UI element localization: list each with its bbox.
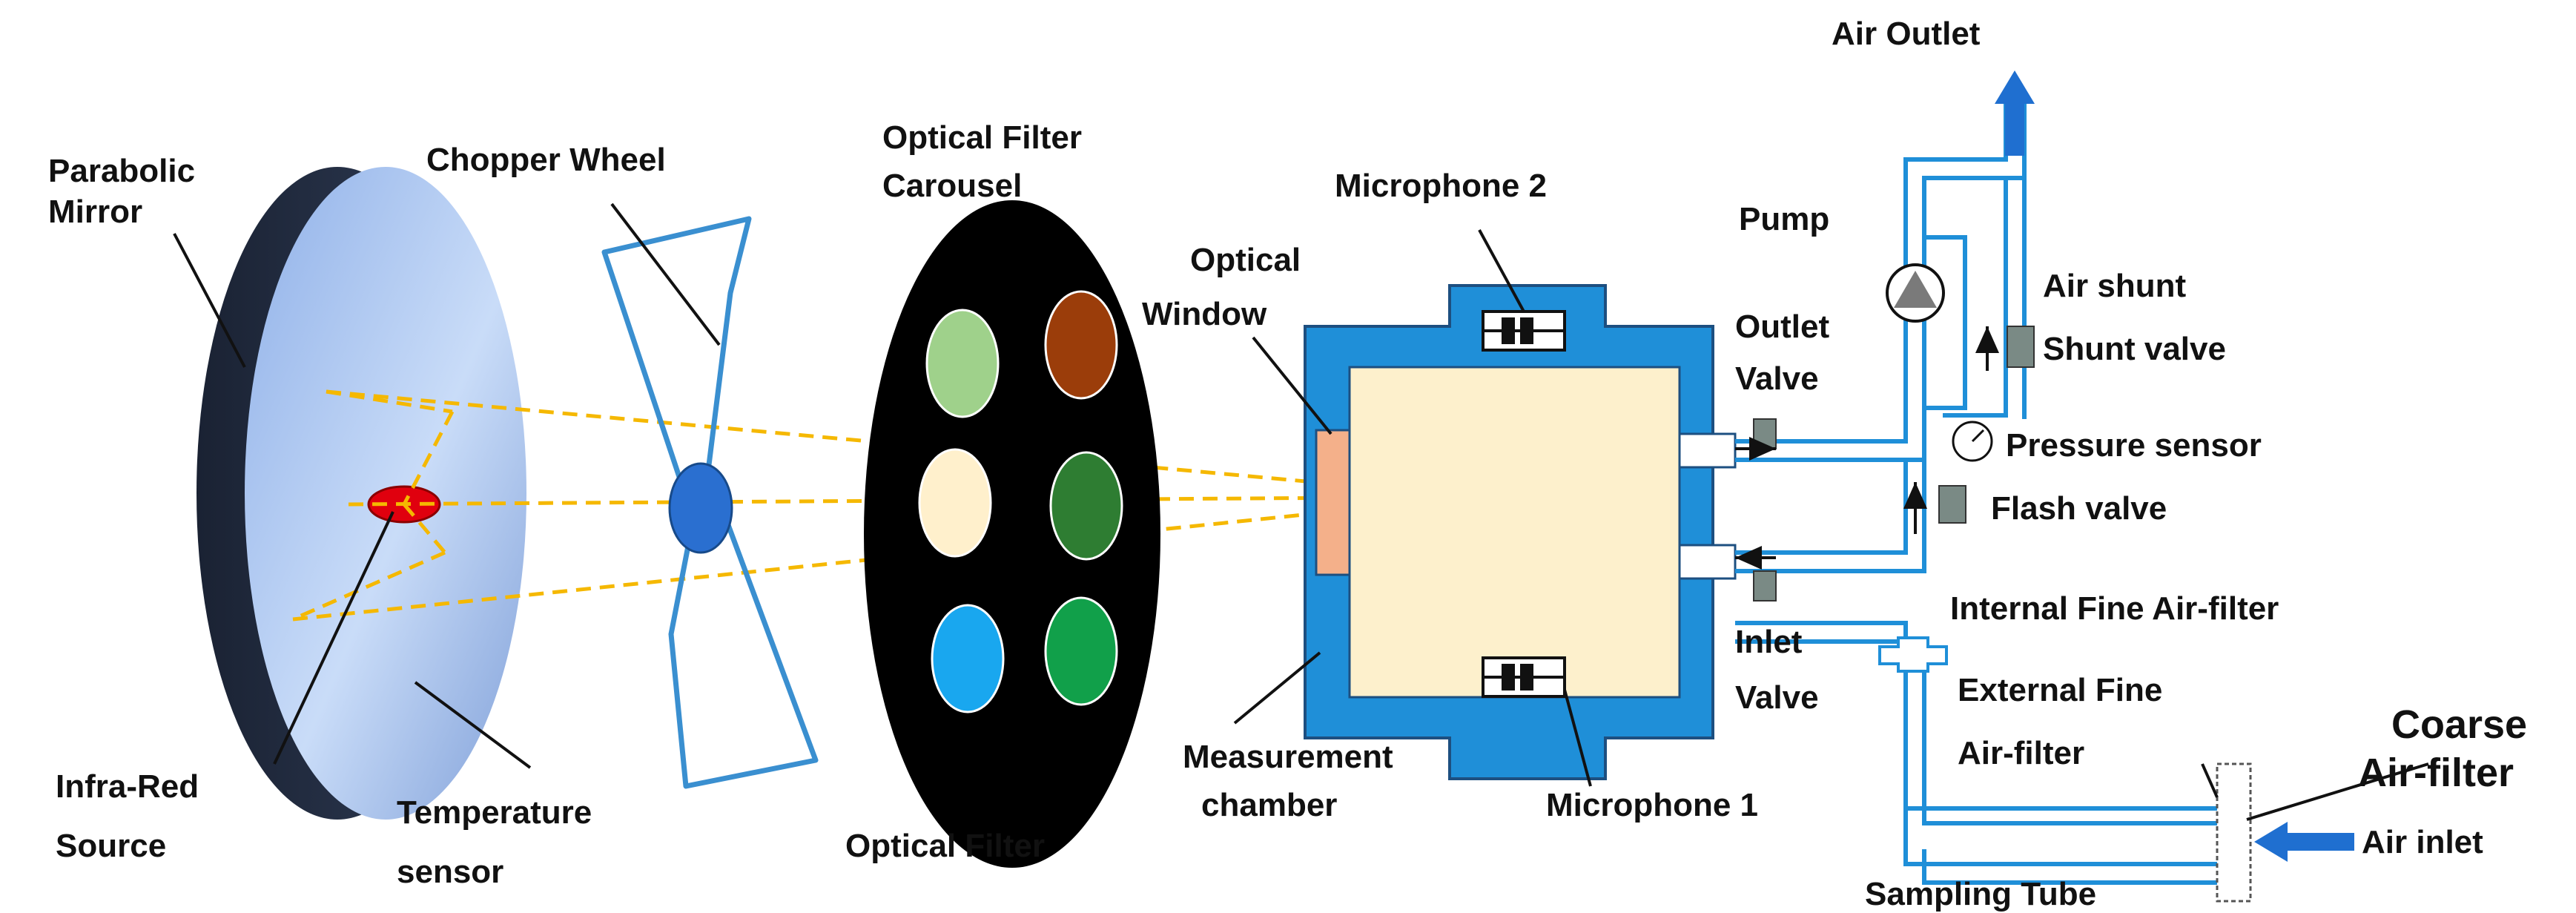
label-air-shunt: Air shunt bbox=[2043, 268, 2186, 304]
label-external-filter: External Fine bbox=[1958, 672, 2162, 708]
plumbing bbox=[1735, 100, 2228, 885]
label-air-inlet: Air inlet bbox=[2362, 824, 2483, 860]
label-infra-red-source: Source bbox=[56, 828, 166, 864]
optical-window bbox=[1315, 429, 1351, 576]
parabolic-mirror-icon bbox=[196, 167, 526, 820]
label-internal-filter: Internal Fine Air-filter bbox=[1950, 590, 2279, 627]
label-inlet-valve: Valve bbox=[1735, 679, 1819, 716]
coarse-filter-icon bbox=[2216, 762, 2252, 903]
label-optical-window: Optical bbox=[1190, 242, 1301, 278]
label-external-filter: Air-filter bbox=[1958, 735, 2084, 771]
label-pressure-sensor: Pressure sensor bbox=[2006, 427, 2262, 464]
label-sampling-tube: Sampling Tube bbox=[1865, 876, 2096, 912]
valve-icon bbox=[1753, 570, 1777, 601]
label-inlet-valve: Inlet bbox=[1735, 624, 1803, 660]
label-optical-filter-carousel: Optical Filter bbox=[882, 119, 1082, 156]
optical-filter-5 bbox=[931, 604, 1005, 713]
label-optical-window: Window bbox=[1142, 296, 1267, 332]
label-coarse-filter: Coarse bbox=[2391, 702, 2527, 747]
arrow-icon bbox=[1995, 70, 2035, 156]
optical-filter-2 bbox=[1044, 290, 1118, 400]
valve-icon bbox=[1938, 485, 1966, 524]
label-air-outlet: Air Outlet bbox=[1832, 16, 1981, 52]
pump-icon bbox=[1886, 263, 1945, 323]
label-microphone-2: Microphone 2 bbox=[1335, 168, 1547, 204]
label-measurement-chamber: Measurement bbox=[1183, 739, 1393, 775]
valve-icon bbox=[2007, 326, 2035, 368]
microphone-icon bbox=[1482, 656, 1566, 698]
label-outlet-valve: Outlet bbox=[1735, 309, 1829, 345]
label-chopper-wheel: Chopper Wheel bbox=[426, 142, 666, 178]
label-coarse-filter: Air-filter bbox=[2358, 751, 2514, 795]
label-temperature-sensor: sensor bbox=[397, 854, 503, 890]
label-shunt-valve: Shunt valve bbox=[2043, 331, 2226, 367]
optical-filter-6 bbox=[1044, 596, 1118, 706]
label-parabolic-mirror: Parabolic bbox=[48, 153, 195, 189]
label-pump: Pump bbox=[1739, 201, 1829, 237]
arrow-icon bbox=[2254, 822, 2354, 862]
label-optical-filter-carousel: Carousel bbox=[882, 168, 1022, 204]
optical-filter-3 bbox=[918, 448, 992, 558]
label-flash-valve: Flash valve bbox=[1991, 490, 2167, 527]
measurement-chamber bbox=[1304, 284, 1737, 780]
label-parabolic-mirror: Mirror bbox=[48, 194, 142, 230]
pressure-gauge-icon bbox=[1952, 421, 1993, 462]
label-outlet-valve: Valve bbox=[1735, 360, 1819, 397]
optical-filter-1 bbox=[925, 309, 1000, 418]
microphone-icon bbox=[1482, 310, 1566, 352]
leader-lines bbox=[173, 202, 2429, 821]
optical-filter-4 bbox=[1049, 451, 1123, 561]
label-measurement-chamber: chamber bbox=[1201, 787, 1337, 823]
valve-icon bbox=[1753, 418, 1777, 449]
chopper-wheel-icon bbox=[601, 216, 819, 789]
filter-carousel-icon bbox=[864, 200, 1160, 868]
internal-filter-icon bbox=[1878, 636, 1948, 673]
label-infra-red-source: Infra-Red bbox=[56, 768, 199, 805]
label-optical-filter: Optical Filter bbox=[845, 828, 1045, 864]
label-microphone-1: Microphone 1 bbox=[1546, 787, 1758, 823]
label-temperature-sensor: Temperature bbox=[397, 794, 592, 831]
